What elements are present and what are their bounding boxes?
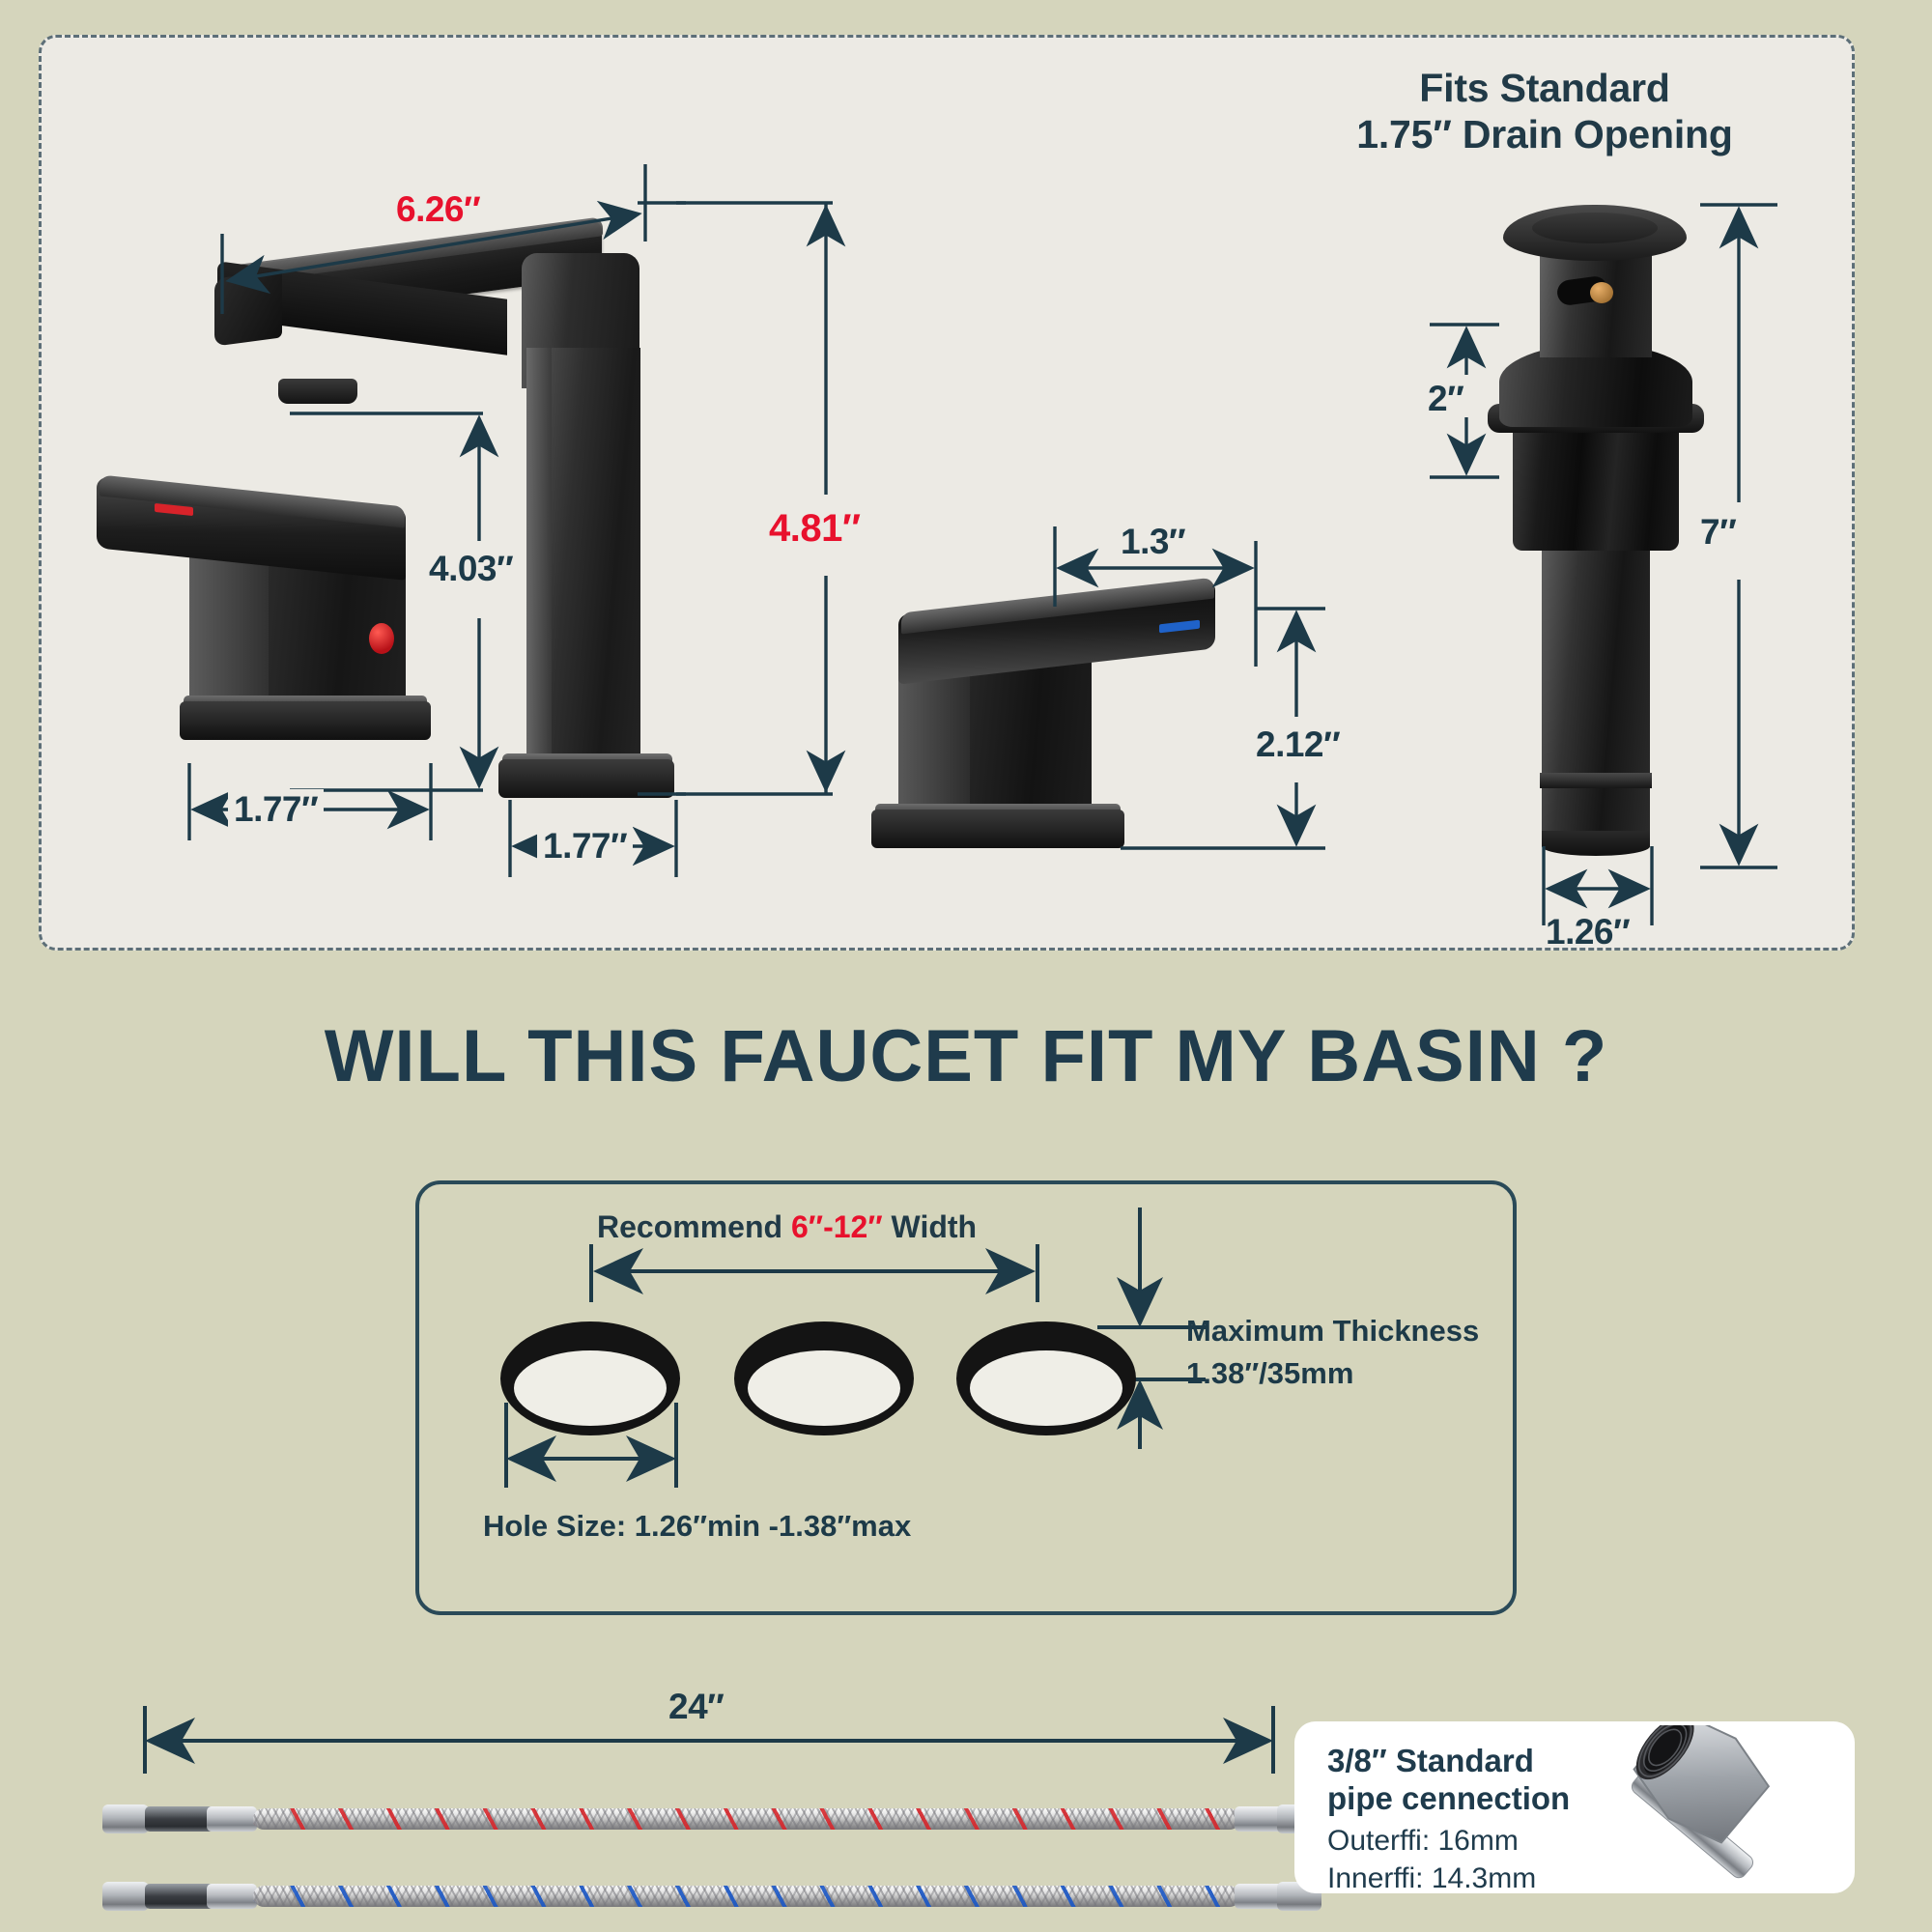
pipe-connection-card: 3/8″ Standard pipe cennection Outerffi: … [1294,1721,1855,1893]
dim-handle-height: 2.12″ [1256,724,1341,764]
drain-cap-inner [1532,213,1658,243]
recommend-prefix: Recommend [597,1209,791,1244]
hole-size-label: Hole Size: 1.26″min -1.38″max [483,1509,912,1543]
recommend-width-label: Recommend 6″-12″ Width [597,1209,977,1245]
drain-flare [1499,344,1692,427]
drain-tailpiece-tube [1542,543,1650,842]
left-handle-base-plate [180,701,431,740]
dim-lever-depth: 1.3″ [1121,522,1186,561]
right-handle-base-plate [871,810,1124,848]
dim-spout-nozzle-height: 4.03″ [429,549,514,588]
cold-hose-end-nut [102,1882,149,1911]
cold-hose-ferrule [207,1884,257,1909]
basin-hole-2 [734,1321,914,1435]
hole-inner [970,1350,1122,1426]
hot-hose-dark-ferrule [145,1806,214,1832]
drain-tube-band [1540,773,1652,788]
dim-spout-total-height: 4.81″ [769,507,861,550]
hot-hose-end-nut [102,1804,149,1833]
pipe-card-title: 3/8″ Standard pipe cennection [1327,1743,1570,1818]
dim-drain-upper-height: 2″ [1428,379,1464,418]
max-thickness-line1: Maximum Thickness [1186,1314,1480,1348]
hot-hose-stripe [253,1808,1240,1830]
hole-inner [748,1350,900,1426]
dim-drain-total-height: 7″ [1700,512,1737,552]
pipe-card-title-line1: 3/8″ Standard [1327,1743,1534,1778]
drain-lock-nut [1513,425,1679,551]
dim-spout-reach: 6.26″ [396,189,481,229]
max-thickness-line2: 1.38″/35mm [1186,1356,1354,1390]
recommend-suffix: Width [882,1209,978,1244]
drain-header-line1: Fits Standard [1419,66,1670,110]
dim-spout-base-width: 1.77″ [537,826,634,867]
hot-hose-ferrule [207,1806,257,1832]
hot-supply-hose [253,1808,1240,1830]
basin-fit-panel [415,1180,1517,1615]
cold-hose-stripe [253,1886,1240,1907]
pipe-card-inner-diameter: Innerffi: 14.3mm [1327,1862,1537,1893]
cold-supply-hose [253,1886,1240,1907]
hot-indicator-dot [369,623,394,654]
pipe-card-outer-diameter: Outerffi: 16mm [1327,1825,1519,1857]
drain-header-line2: 1.75″ Drain Opening [1356,112,1733,157]
pipe-card-specs: Outerffi: 16mm Innerffi: 14.3mm [1327,1822,1536,1893]
dim-left-handle-base-width: 1.77″ [228,789,325,830]
dim-hose-length: 24″ [668,1687,724,1726]
drain-tube-end [1542,831,1650,856]
spout-tip [214,270,282,347]
hole-inner [514,1350,667,1426]
cold-hose-dark-ferrule [145,1884,214,1909]
dim-drain-tube-diameter: 1.26″ [1546,912,1631,952]
page-title: WILL THIS FAUCET FIT MY BASIN ? [324,1015,1608,1097]
spout-nozzle [278,379,357,404]
basin-hole-3 [956,1321,1136,1435]
cold-hose-ferrule-right [1235,1884,1285,1909]
recommend-value: 6″-12″ [790,1209,883,1244]
spout-column-highlight [526,348,552,763]
pipe-card-title-line2: pipe cennection [1327,1779,1571,1816]
basin-hole-1 [500,1321,680,1435]
hose-nut-illustration [1631,1725,1771,1879]
drain-opening-header: Fits Standard 1.75″ Drain Opening [1293,65,1796,158]
spout-base-plate [498,759,674,798]
drain-brass-pin [1590,282,1613,303]
hot-hose-ferrule-right [1235,1806,1285,1832]
